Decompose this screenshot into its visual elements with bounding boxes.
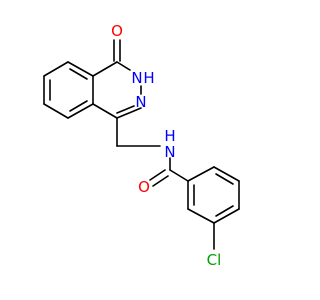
oxygen-label: O: [138, 178, 150, 196]
bond: [152, 175, 169, 187]
bond: [67, 61, 94, 77]
bond: [149, 169, 166, 181]
bond: [92, 103, 118, 119]
hydrogen-label: H: [143, 69, 154, 87]
molecule-diagram: O H N N N H O Cl: [43, 22, 240, 269]
bond: [169, 169, 189, 182]
bond: [43, 61, 69, 77]
atom-labels: O H N N N H O Cl: [111, 22, 221, 269]
bond: [116, 107, 142, 119]
bond: [215, 173, 234, 185]
bond: [69, 68, 88, 80]
nitrogen-label: N: [135, 93, 146, 111]
bond: [215, 205, 234, 217]
bond: [213, 208, 240, 224]
bonds: [43, 39, 240, 250]
bond: [213, 166, 240, 182]
hydrogen-label: H: [164, 127, 175, 145]
bond: [92, 61, 118, 77]
chlorine-label: Cl: [207, 251, 222, 269]
oxygen-label: O: [111, 22, 123, 40]
bond: [116, 105, 135, 114]
bond: [187, 166, 215, 182]
bond: [69, 100, 88, 112]
bond: [187, 208, 215, 224]
bond: [43, 103, 69, 119]
nitrogen-label: N: [164, 143, 175, 161]
bond: [67, 103, 94, 119]
bond: [116, 61, 131, 71]
nitrogen-label: N: [131, 69, 142, 87]
